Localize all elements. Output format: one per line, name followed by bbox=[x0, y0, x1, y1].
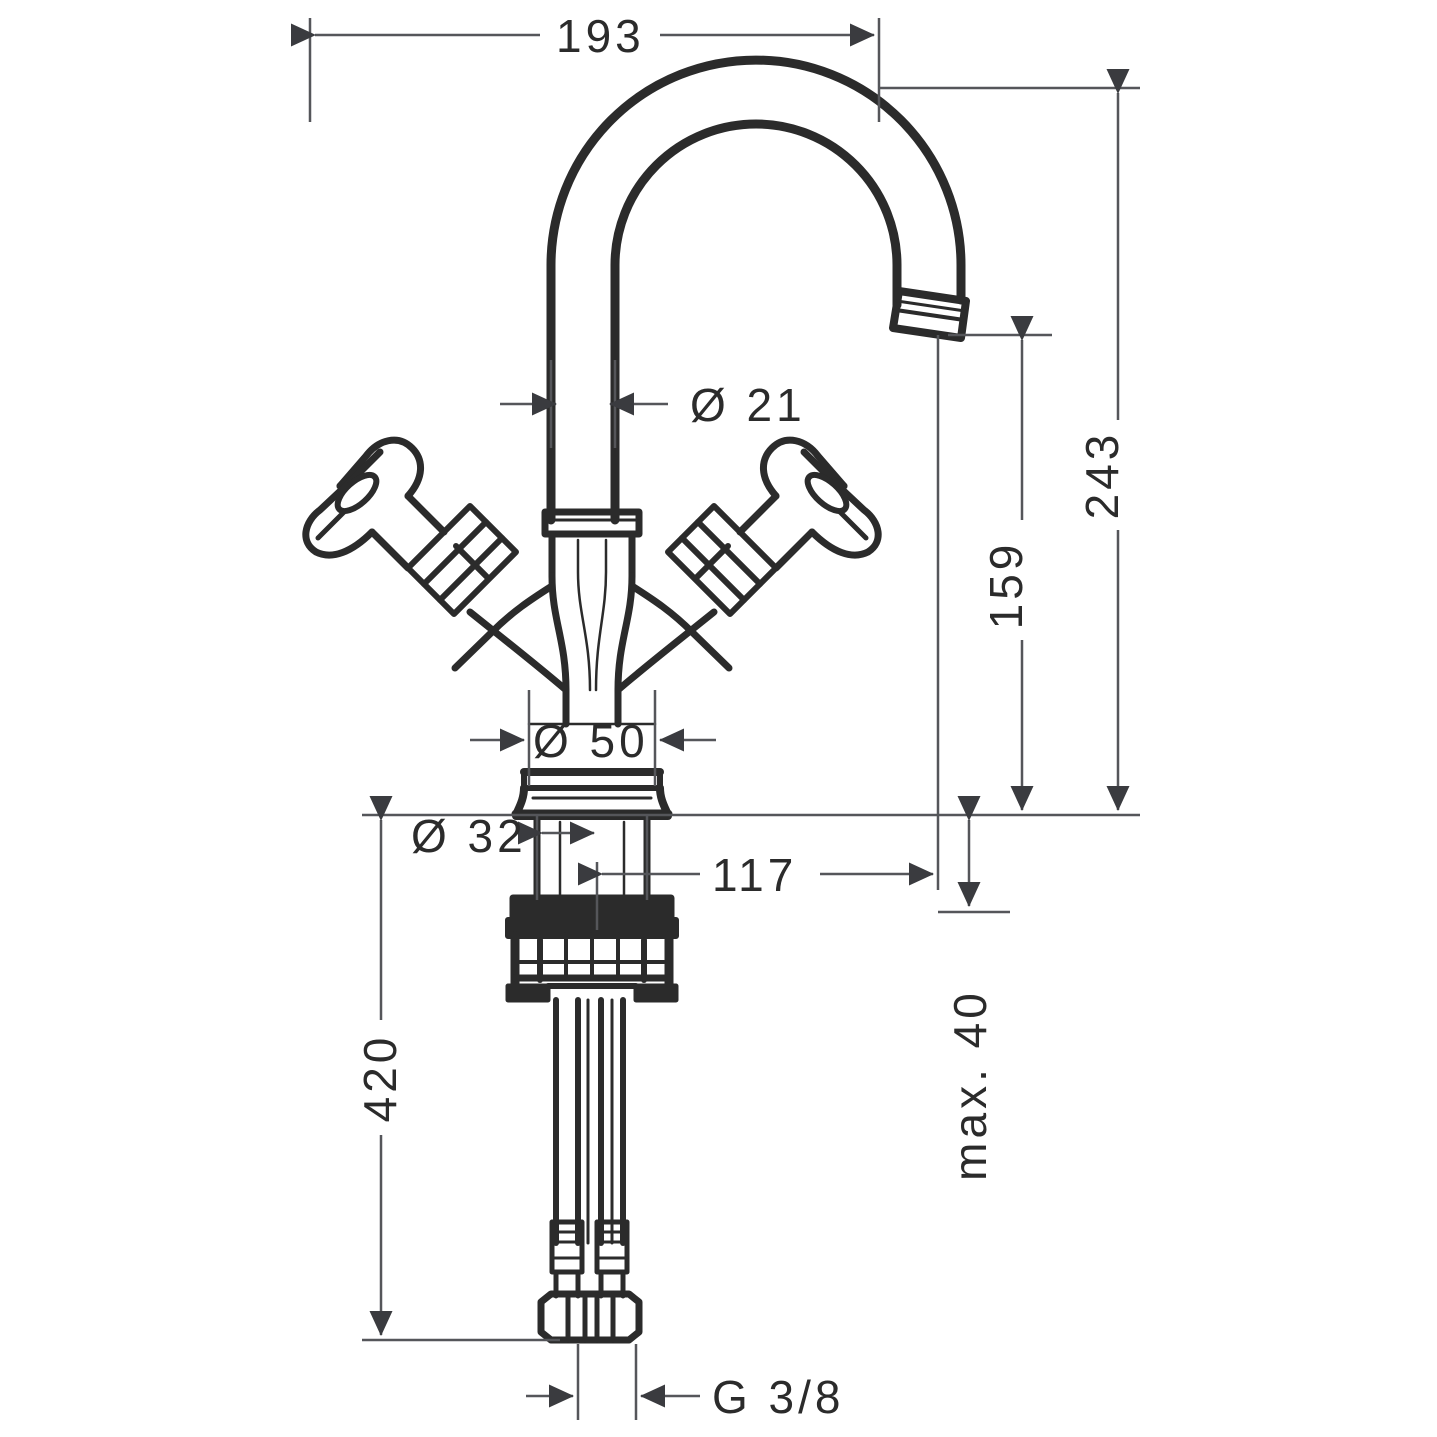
mounting-shank bbox=[533, 812, 651, 904]
dim-label-g38: G 3/8 bbox=[712, 1371, 845, 1423]
dim-label-243: 243 bbox=[1076, 431, 1128, 520]
supply-hoses bbox=[553, 997, 626, 1246]
dim-label-159: 159 bbox=[980, 541, 1032, 630]
dimension-label-layer: 193 Ø 21 Ø 50 Ø 32 117 243 159 max. 40 4… bbox=[354, 10, 1128, 1423]
dim-label-max-40: max. 40 bbox=[944, 989, 996, 1181]
dim-label-420: 420 bbox=[354, 1034, 406, 1123]
spout-tube bbox=[546, 55, 966, 525]
dim-label-diameter-32: Ø 32 bbox=[411, 810, 527, 862]
aerator-outlet bbox=[889, 287, 970, 342]
handle-right bbox=[614, 436, 882, 694]
faucet-body bbox=[541, 508, 643, 728]
dimension-layer bbox=[290, 18, 1140, 1420]
hose-fittings bbox=[549, 1219, 630, 1299]
dim-label-193: 193 bbox=[556, 10, 645, 62]
mounting-hardware bbox=[505, 894, 679, 1003]
product-outline-layer bbox=[302, 55, 970, 1344]
dim-label-117: 117 bbox=[712, 849, 797, 901]
dim-label-diameter-50: Ø 50 bbox=[533, 715, 649, 767]
hex-nuts bbox=[537, 1290, 643, 1344]
handle-left bbox=[302, 436, 570, 694]
dim-label-diameter-21: Ø 21 bbox=[690, 379, 806, 431]
